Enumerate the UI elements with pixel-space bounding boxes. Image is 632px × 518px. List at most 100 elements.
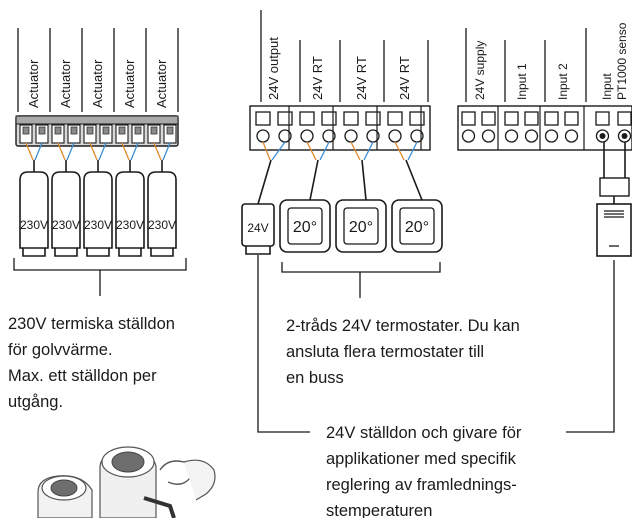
sensor-header-label: Input: [600, 73, 614, 100]
thermostat-group-bracket: [281, 262, 441, 273]
blue-wire: [34, 142, 43, 161]
actuator-device: 230V: [51, 171, 81, 257]
actuator-terminal: [163, 124, 177, 144]
actuator-header-label: Actuator: [154, 59, 169, 108]
bottom-bracket-right: [566, 260, 615, 433]
thermostat-temperature: 20°: [349, 219, 373, 236]
blue-wire: [130, 142, 139, 161]
input-terminal: [617, 111, 632, 143]
blue-wire: [98, 142, 107, 161]
actuator-terminal-block: [15, 115, 179, 147]
input-section: 24V supply Input 1 Input 2 Input PT1000 …: [457, 22, 632, 257]
actuator-terminal: [35, 124, 49, 144]
actuator-header-label: Actuator: [26, 59, 41, 108]
thermostat-header-label: 24V RT: [354, 56, 369, 100]
input-header-label: Input 1: [515, 63, 529, 100]
bottom-caption-line: reglering av framlednings-: [326, 476, 517, 494]
thermostat-header-label: 24V output: [266, 37, 281, 100]
thermostat-terminal: [387, 111, 403, 143]
actuator-device-label: 230V: [52, 218, 80, 232]
actuator-section: Actuator Actuator Actuator Actuator Actu…: [8, 28, 187, 411]
thermostat-caption-line: ansluta flera termostater till: [286, 343, 484, 361]
actuator-header-label: Actuator: [58, 59, 73, 108]
thermostat-header-label: 24V RT: [310, 56, 325, 100]
actuator-caption-line: utgång.: [8, 393, 63, 411]
thermostat-cable: [361, 159, 367, 201]
blue-wire: [363, 141, 374, 161]
actuator-wires: [25, 142, 171, 172]
orange-wire: [153, 142, 162, 161]
actuator-device-label: 230V: [84, 218, 112, 232]
blue-wire: [319, 141, 330, 161]
pt1000-sensor-icon: [596, 203, 632, 257]
24v-output-device: 24V: [241, 203, 275, 255]
actuator-terminal: [67, 124, 81, 144]
actuator-terminal: [147, 124, 161, 144]
actuator-device: 230V: [83, 171, 113, 257]
sensor-cable-sleeve: [599, 177, 630, 197]
input-terminal: [564, 111, 579, 143]
input-header-label: Input 2: [556, 63, 570, 100]
input-terminal: [524, 111, 539, 143]
thermostat-wires: [257, 141, 423, 205]
input-terminal: [461, 111, 476, 143]
blue-wire: [66, 142, 75, 161]
bottom-caption-line: 24V ställdon och givare för: [326, 424, 522, 442]
actuator-terminal: [99, 124, 113, 144]
thermostat-section: 24V output 24V RT 24V RT 24V RT 24V 20° 2…: [241, 10, 520, 387]
actuator-terminal: [115, 124, 129, 144]
room-thermostat: 20°: [391, 199, 443, 253]
thermostat-cable: [405, 159, 423, 201]
orange-wire: [89, 142, 98, 161]
input-terminal: [595, 111, 610, 143]
24v-output-device-label: 24V: [247, 221, 268, 235]
orange-wire: [57, 142, 66, 161]
thermostat-temperature: 20°: [293, 219, 317, 236]
orange-wire: [262, 141, 271, 161]
orange-wire: [306, 141, 317, 161]
actuator-caption-line: 230V termiska ställdon: [8, 315, 175, 333]
output-cable: [257, 159, 272, 205]
input-terminal-block: [457, 105, 632, 151]
actuator-terminal: [51, 124, 65, 144]
actuator-device-label: 230V: [116, 218, 144, 232]
room-thermostat: 20°: [279, 199, 331, 253]
orange-wire: [394, 141, 405, 161]
room-thermostat: 20°: [335, 199, 387, 253]
blue-wire: [162, 142, 171, 161]
actuator-caption-line: för golvvärme.: [8, 341, 113, 359]
input-terminal: [481, 111, 496, 143]
bottom-caption-line: stemperaturen: [326, 502, 432, 518]
actuator-header-label: Actuator: [90, 59, 105, 108]
actuator-terminal: [131, 124, 145, 144]
thermostat-cable: [309, 159, 319, 201]
actuator-device: 230V: [19, 171, 49, 257]
blue-wire: [271, 141, 286, 161]
actuator-device: 230V: [115, 171, 145, 257]
thermostat-temperature: 20°: [405, 219, 429, 236]
actuator-terminal: [19, 124, 33, 144]
blue-wire: [407, 141, 418, 161]
thermostat-terminal: [343, 111, 359, 143]
thermostat-caption-line: en buss: [286, 369, 344, 387]
thermostat-caption-line: 2-tråds 24V termostater. Du kan: [286, 317, 520, 335]
input-terminal: [504, 111, 519, 143]
actuator-header-label: Actuator: [122, 59, 137, 108]
thermostat-terminal-block: [249, 105, 431, 151]
actuator-terminal: [83, 124, 97, 144]
input-terminal: [544, 111, 559, 143]
bottom-caption-line: applikationer med specifik: [326, 450, 517, 468]
orange-wire: [25, 142, 34, 161]
input-header-label: 24V supply: [473, 41, 487, 100]
actuator-group-bracket: [13, 258, 187, 271]
actuator-device: 230V: [147, 171, 177, 257]
bottom-bracket-left: [257, 255, 310, 433]
actuator-device-label: 230V: [148, 218, 176, 232]
orange-wire: [350, 141, 361, 161]
sensor-header-label: PT1000 senso: [615, 22, 629, 100]
actuator-caption-line: Max. ett ställdon per: [8, 367, 157, 385]
thermostat-header-label: 24V RT: [397, 56, 412, 100]
actuator-device-label: 230V: [20, 218, 48, 232]
orange-wire: [121, 142, 130, 161]
